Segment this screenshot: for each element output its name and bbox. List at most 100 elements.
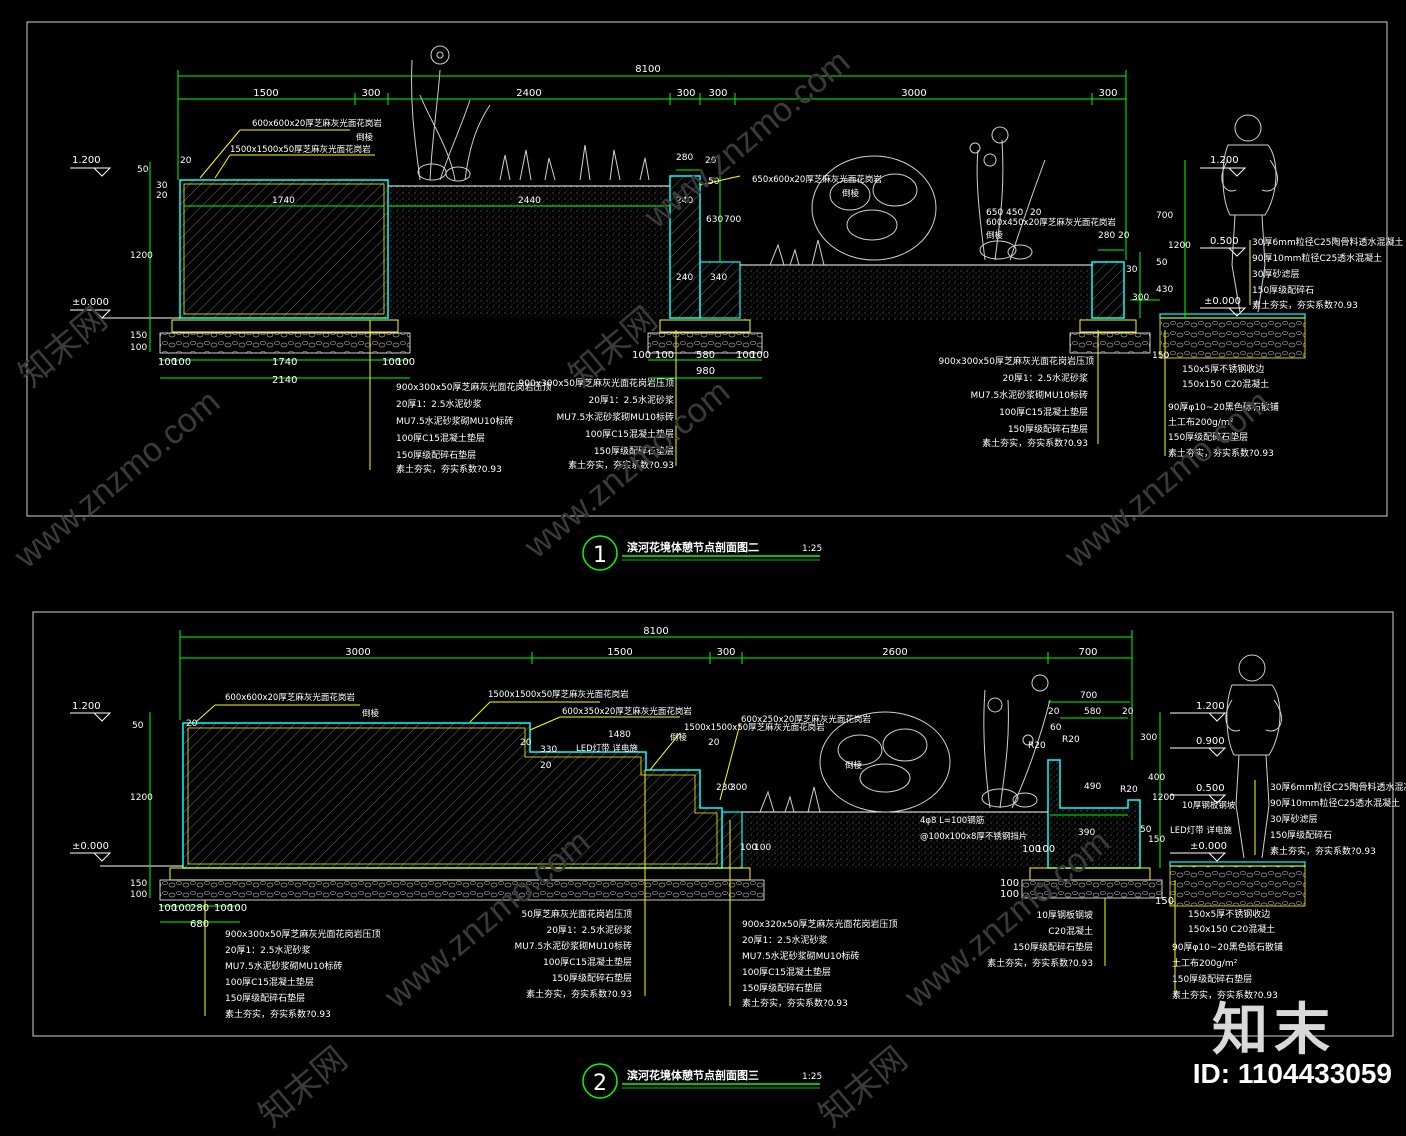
dim-label: 20	[520, 738, 532, 748]
dim-label: 20	[180, 156, 192, 166]
material-label: 650x600x20厚芝麻灰光面花岗岩	[752, 174, 882, 185]
layer-label: 土工布200g/m²	[1172, 957, 1238, 969]
section1-material-labels: 600x600x20厚芝麻灰光面花岗岩 1500x1500x50厚芝麻灰光面花岗…	[230, 118, 1116, 241]
dim-label: 630	[706, 215, 723, 225]
dim-label: 100	[228, 903, 247, 914]
layer-label: 20厚1：2.5水泥砂浆	[225, 944, 311, 956]
layer-label: 900x320x50厚芝麻灰光面花岗岩压顶	[742, 918, 897, 930]
section2-bottom-dim-labels: 100 100 280 100 100 680 100 100 100 100 …	[158, 844, 1174, 930]
material-label: 600x350x20厚芝麻灰光面花岗岩	[562, 706, 692, 717]
dim-label: 1740	[272, 196, 295, 206]
section2-human-figure	[1225, 654, 1282, 859]
section1-left-wall	[179, 179, 389, 319]
dim-label: 330	[540, 745, 557, 755]
dim-label: 100	[1000, 878, 1019, 889]
dim-label: 300	[1132, 293, 1149, 303]
layer-label: 150厚级配碎石	[1252, 284, 1314, 296]
level-label: 1.200	[72, 155, 101, 166]
dim-label: 280	[676, 153, 693, 163]
section2-level-markers	[70, 712, 1227, 862]
layer-label: 150x150 C20混凝土	[1188, 923, 1275, 935]
layer-label: 素土夯实，夯实系数?0.93	[1252, 299, 1358, 311]
material-label: 600x450x20厚芝麻灰光面花岗岩	[986, 217, 1116, 228]
layer-label: MU7.5水泥砂浆砌MU10标砖	[396, 415, 513, 427]
dim-label: 150	[1155, 896, 1174, 907]
dim-label: 50	[137, 165, 149, 175]
image-id-label: ID: 1104433059	[1192, 1058, 1392, 1089]
dim-label: 240	[676, 273, 693, 283]
section2-shrub	[759, 711, 951, 813]
section1-frame	[26, 21, 1388, 517]
layer-label: 90厚10mm粒径C25透水混凝土	[1252, 252, 1382, 264]
section1-mid-step	[699, 261, 741, 319]
section2-paving-stack: 30厚6mm粒径C25陶骨料透水混凝土 90厚10mm粒径C25透水混凝土 30…	[1270, 781, 1406, 857]
layer-label: MU7.5水泥砂浆砌MU10标砖	[557, 411, 674, 423]
layer-label: 素土夯实，夯实系数?0.93	[1168, 447, 1274, 459]
section2-top-dim-labels: 8100 3000 1500 300 2600 700	[345, 626, 1097, 658]
section1-layer-stack-c: 900x300x50厚芝麻灰光面花岗岩压顶 20厚1：2.5水泥砂浆 MU7.5…	[939, 355, 1094, 449]
section2-edging-stack: 150x5厚不锈钢收边 150x150 C20混凝土 90厚φ10~20黑色砾石…	[1172, 908, 1283, 1001]
dim-label: 150	[1152, 351, 1169, 361]
section1-mid-footing	[659, 319, 751, 333]
level-label: 0.500	[1196, 783, 1225, 794]
note-label: 4φ8 L=100钢筋	[920, 815, 984, 826]
dim-label: R20	[1062, 735, 1080, 745]
section1-number-circle	[582, 535, 618, 571]
section1-layer-stack-b: 900x300x50厚芝麻灰光面花岗岩压顶 20厚1：2.5水泥砂浆 MU7.5…	[519, 377, 674, 471]
section1-inner-dim-labels: 20 1740 2440 280 20 50 240 630 700 240 3…	[180, 153, 1191, 361]
layer-label: 素土夯实，夯实系数?0.93	[568, 459, 674, 471]
material-label: 600x600x20厚芝麻灰光面花岗岩	[252, 118, 382, 129]
section2-layer-stack-c: 900x320x50厚芝麻灰光面花岗岩压顶 20厚1：2.5水泥砂浆 MU7.5…	[742, 918, 897, 1009]
section2-title: 滨河花境体憩节点剖面图三	[627, 1068, 759, 1082]
layer-label: MU7.5水泥砂浆砌MU10标砖	[225, 960, 342, 972]
section1-soil-bed-right	[740, 265, 1090, 320]
layer-label: 150厚级配碎石垫层	[552, 972, 632, 984]
section1-shrub	[769, 155, 937, 266]
dim-label: 700	[1156, 211, 1173, 221]
level-label: 1.200	[1210, 155, 1239, 166]
layer-label: 素土夯实，夯实系数?0.93	[1270, 845, 1376, 857]
level-label: ±0.000	[1190, 841, 1227, 852]
section1-human-figure	[1221, 114, 1278, 313]
note-label: 10厚钢板钢坡	[1182, 800, 1236, 811]
section1-title-block: 1 滨河花境体憩节点剖面图二 1:25	[582, 535, 822, 571]
section2-paving	[1169, 861, 1306, 867]
layer-label: 20厚1：2.5水泥砂浆	[1003, 372, 1089, 384]
dim-label: 100	[172, 903, 191, 914]
level-label: 0.500	[1210, 236, 1239, 247]
layer-label: 素土夯实，夯实系数?0.93	[225, 1008, 331, 1020]
dim-label: 20	[1122, 707, 1134, 717]
note-label: LED灯带 详电施	[576, 743, 638, 754]
layer-label: MU7.5水泥砂浆砌MU10标砖	[515, 940, 632, 952]
section1-left-dim-labels: 50 30 20 1200 150 100	[130, 165, 168, 353]
layer-label: 150x5厚不锈钢收边	[1182, 363, 1264, 375]
section2-number-circle	[582, 1063, 618, 1099]
layer-label: 素土夯实，夯实系数?0.93	[1172, 989, 1278, 1001]
section1-leaders	[199, 129, 1251, 470]
dim-label: 430	[1156, 285, 1173, 295]
dim-label: 20	[705, 156, 717, 166]
dim-label: 300	[1098, 88, 1117, 99]
dim-label: 1200	[1168, 241, 1191, 251]
dim-label: 100	[214, 903, 233, 914]
section1-paving-base	[1159, 317, 1306, 359]
dim-label: 20	[186, 719, 198, 729]
layer-label: 150厚级配碎石垫层	[1013, 941, 1093, 953]
dim-label: 100	[632, 350, 651, 361]
material-label: 1500x1500x50厚芝麻灰光面花岗岩	[488, 689, 629, 700]
section1-paving	[1159, 313, 1306, 319]
layer-label: 10厚钢板钢坡	[1037, 909, 1093, 921]
dim-label: 100	[158, 903, 177, 914]
note-label: 倒棱	[845, 760, 863, 771]
section2-inner-dim-labels: 20 1480 20 330 20 20 230 300 700 20 580 …	[186, 691, 1175, 853]
section2-title-block: 2 滨河花境体憩节点剖面图三 1:25	[582, 1063, 822, 1099]
layer-label: 素土夯实，夯实系数?0.93	[987, 957, 1093, 969]
level-label: ±0.000	[1204, 296, 1241, 307]
dim-label: 100	[1022, 844, 1041, 855]
level-label: 1.200	[72, 701, 101, 712]
dim-label: 100	[750, 350, 769, 361]
section2-layer-stack-b: 50厚芝麻灰光面花岗岩压顶 20厚1：2.5水泥砂浆 MU7.5水泥砂浆砌MU1…	[515, 908, 632, 1000]
dim-label: 980	[696, 366, 715, 377]
section1-edging-stack: 150x5厚不锈钢收边 150x150 C20混凝土 90厚φ10~20黑色砾石…	[1168, 363, 1279, 459]
